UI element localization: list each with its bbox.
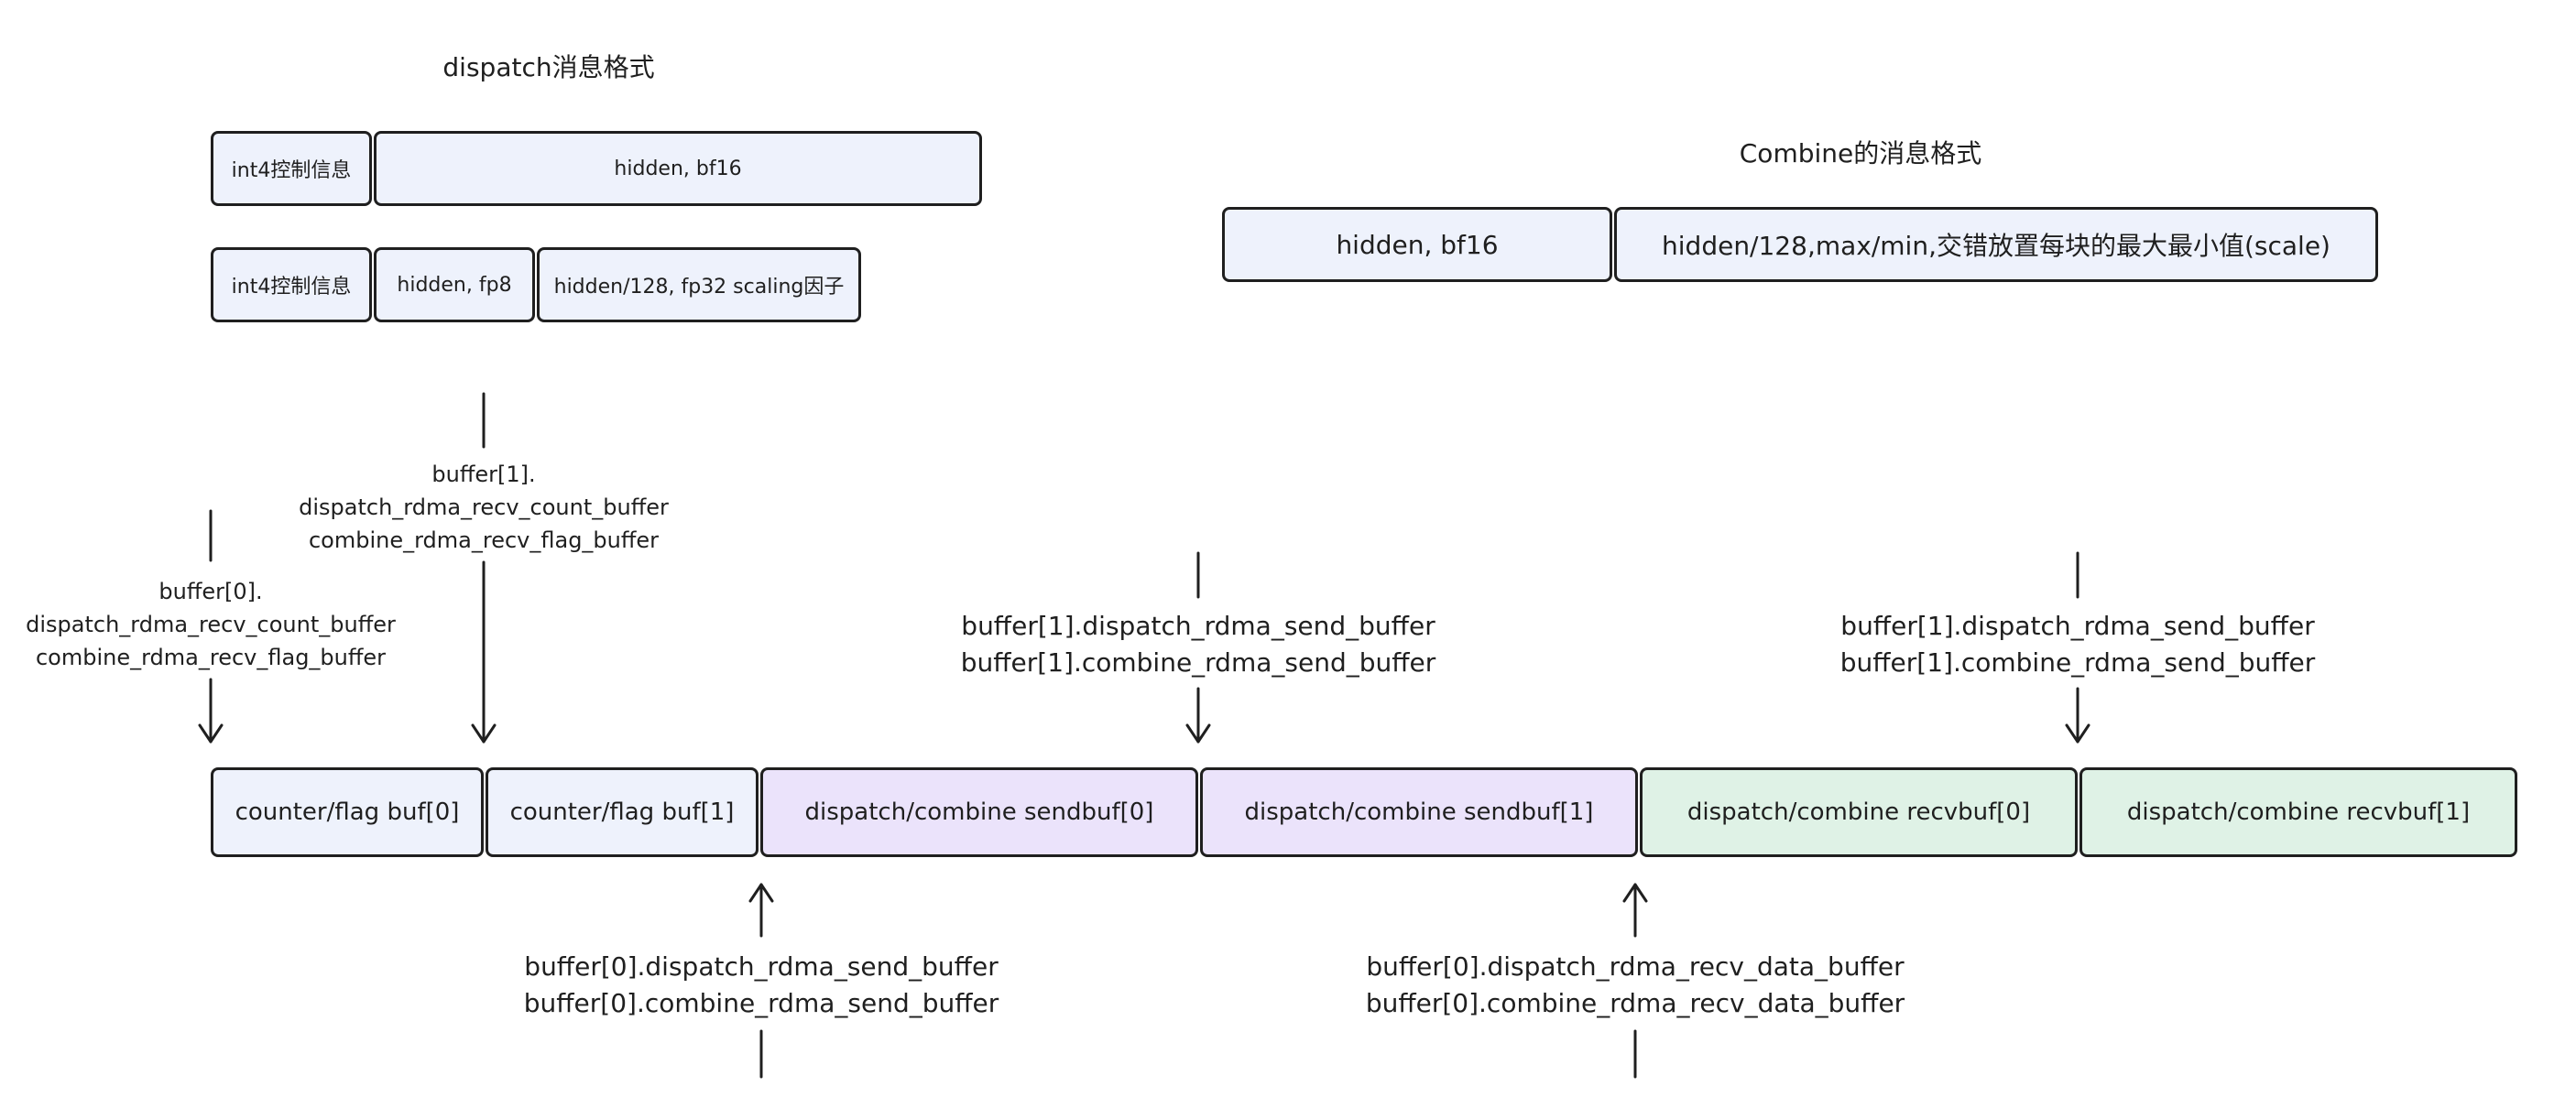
combine-format-title: Combine的消息格式 (1739, 138, 1982, 168)
buf0-recv-arrow-head (1622, 883, 1648, 903)
buf1-send-label-a: buffer[1].dispatch_rdma_send_buffer buff… (960, 611, 1436, 678)
buf0-send-label: buffer[0].dispatch_rdma_send_buffer buff… (523, 951, 999, 1018)
recvbuf-1: dispatch/combine recvbuf[1] (2079, 767, 2517, 857)
buf1-send-label-b: buffer[1].dispatch_rdma_send_buffer buff… (1839, 611, 2316, 678)
recvbuf-0: dispatch/combine recvbuf[0] (1640, 767, 2078, 857)
buf1-send-b-arrow-head (2065, 723, 2090, 744)
buf1-send-a-arrow-head (1185, 723, 1211, 744)
buf1-counter-arrow-head (471, 723, 497, 744)
combine-hidden-bf16-cell: hidden, bf16 (1222, 207, 1612, 282)
buf0-send-arrow-head (748, 883, 774, 903)
dispatch-format-title: dispatch消息格式 (442, 52, 655, 82)
buf0-counter-arrow-head (198, 723, 224, 744)
combine-scale-cell: hidden/128,max/min,交错放置每块的最大最小值(scale) (1614, 207, 2378, 282)
dispatch-row2-control-cell: int4控制信息 (211, 247, 372, 322)
sendbuf-0: dispatch/combine sendbuf[0] (760, 767, 1198, 857)
buf0-counter-label: buffer[0]. dispatch_rdma_recv_count_buff… (26, 579, 396, 670)
sendbuf-1: dispatch/combine sendbuf[1] (1200, 767, 1638, 857)
dispatch-row1-control-cell: int4控制信息 (211, 131, 372, 206)
counter-flag-buf-1: counter/flag buf[1] (486, 767, 759, 857)
buf0-recv-label: buffer[0].dispatch_rdma_recv_data_buffer… (1365, 951, 1905, 1018)
dispatch-row2-hidden-fp8-cell: hidden, fp8 (374, 247, 535, 322)
buf1-counter-label: buffer[1]. dispatch_rdma_recv_count_buff… (299, 462, 669, 553)
counter-flag-buf-0: counter/flag buf[0] (211, 767, 484, 857)
dispatch-row2-scaling-cell: hidden/128, fp32 scaling因子 (537, 247, 861, 322)
dispatch-row1-hidden-bf16-cell: hidden, bf16 (374, 131, 982, 206)
